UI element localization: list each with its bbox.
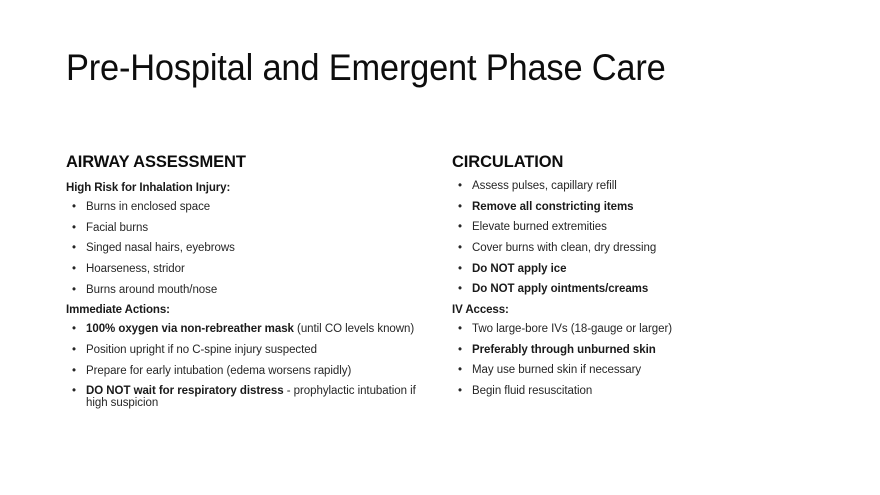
list-item-text: Elevate burned extremities <box>472 221 607 234</box>
bullet-dot-icon: • <box>458 242 462 255</box>
sub-heading: IV Access: <box>452 303 509 316</box>
group-list-right: • Assess pulses, capillary refill • Remove … <box>452 180 697 398</box>
bullet-dot-icon: • <box>72 201 76 213</box>
bullet-dot-icon: • <box>458 200 462 213</box>
list-item-text: Hoarseness, stridor <box>86 263 185 276</box>
list-item: • Prepare for early intubation (edema wor… <box>66 364 416 378</box>
bullet-list: • Assess pulses, capillary refill • Remove … <box>452 180 697 296</box>
bullet-list: • Burns in enclosed space • Facial burns • Si… <box>66 201 416 297</box>
list-item-text: Facial burns <box>86 221 149 234</box>
list-item-text: Two large-bore IVs (18-gauge or larger) <box>472 322 673 335</box>
bullet-list: • Two large-bore IVs (18-gauge or larger)… <box>452 322 697 398</box>
list-item: • Burns in enclosed space <box>66 201 416 214</box>
list-item-emphasis: 100% oxygen via non-rebreather mask <box>86 323 294 336</box>
list-item-text: Prepare for early intubation (edema wors… <box>86 364 352 377</box>
list-item: • Facial burns <box>66 221 416 235</box>
list-item-text: Burns around mouth/nose <box>86 283 218 296</box>
list-item: • Burns around mouth/nose <box>66 283 416 297</box>
list-item: • Cover burns with clean, dry dressing <box>452 242 697 255</box>
list-item: • Two large-bore IVs (18-gauge or larger) <box>452 322 697 336</box>
column-circulation: CIRCULATION • Assess pulses, capillary re… <box>452 152 697 398</box>
section-heading-circulation: CIRCULATION <box>452 152 564 171</box>
list-item: • Hoarseness, stridor <box>66 263 416 276</box>
bullet-dot-icon: • <box>458 221 462 234</box>
list-item-emphasis: Do NOT apply ointments/creams <box>472 283 649 296</box>
list-item-text: Position upright if no C-spine injury su… <box>86 343 317 356</box>
list-item: • Preferably through unburned skin <box>452 343 697 357</box>
bullet-dot-icon: • <box>72 283 76 296</box>
list-item: • DO NOT wait for respiratory distress - … <box>66 386 416 409</box>
list-item: • Do NOT apply ice <box>452 262 697 276</box>
list-item-emphasis: Remove all constricting items <box>472 200 634 213</box>
sub-heading: Immediate Actions: <box>66 304 170 317</box>
list-item: • Remove all constricting items <box>452 200 697 214</box>
list-item: • Do NOT apply ointments/creams <box>452 284 697 296</box>
bullet-dot-icon: • <box>458 322 462 335</box>
list-item: • 100% oxygen via non-rebreather mask (un… <box>66 324 416 336</box>
list-item-text: Begin fluid resuscitation <box>472 385 593 397</box>
bullet-dot-icon: • <box>72 343 76 356</box>
bullet-dot-icon: • <box>458 385 462 397</box>
list-item-emphasis: DO NOT wait for respiratory distress <box>86 385 284 398</box>
bullet-list: • 100% oxygen via non-rebreather mask (un… <box>66 324 416 409</box>
bullet-dot-icon: • <box>458 364 462 377</box>
bullet-dot-icon: • <box>458 180 462 192</box>
bullet-dot-icon: • <box>72 263 76 276</box>
list-item-text: Burns in enclosed space <box>86 201 211 213</box>
list-item-text: Singed nasal hairs, eyebrows <box>86 242 235 255</box>
bullet-dot-icon: • <box>72 323 76 336</box>
list-item-text: - prophylactic intubation if high suspic… <box>86 385 416 409</box>
list-item: • Position upright if no C-spine injury s… <box>66 343 416 357</box>
list-item-emphasis: Do NOT apply ice <box>472 262 567 275</box>
sub-heading: High Risk for Inhalation Injury: <box>66 182 231 194</box>
group-list-left: High Risk for Inhalation Injury: • Burns i… <box>66 181 416 409</box>
list-item-text: (until CO levels known) <box>293 323 415 336</box>
list-item-text: Cover burns with clean, dry dressing <box>472 242 657 255</box>
list-item: • Begin fluid resuscitation <box>452 385 697 398</box>
bullet-dot-icon: • <box>72 364 76 377</box>
list-item-text: Assess pulses, capillary refill <box>472 180 617 192</box>
list-item-text: May use burned skin if necessary <box>472 364 642 377</box>
list-item: • Singed nasal hairs, eyebrows <box>66 243 416 255</box>
bullet-dot-icon: • <box>458 262 462 275</box>
bullet-dot-icon: • <box>72 221 76 234</box>
section-heading-airway-assessment: AIRWAY ASSESSMENT <box>66 152 246 171</box>
list-item: • Elevate burned extremities <box>452 222 697 234</box>
column-airway-assessment: AIRWAY ASSESSMENT High Risk for Inhalati… <box>66 152 416 409</box>
slide-title: Pre-Hospital and Emergent Phase Care <box>66 47 666 88</box>
list-item: • May use burned skin if necessary <box>452 365 697 377</box>
list-item: • Assess pulses, capillary refill <box>452 180 697 193</box>
bullet-dot-icon: • <box>458 283 462 296</box>
bullet-dot-icon: • <box>72 385 76 398</box>
list-item-emphasis: Preferably through unburned skin <box>472 343 656 356</box>
bullet-dot-icon: • <box>72 242 76 255</box>
bullet-dot-icon: • <box>458 343 462 356</box>
